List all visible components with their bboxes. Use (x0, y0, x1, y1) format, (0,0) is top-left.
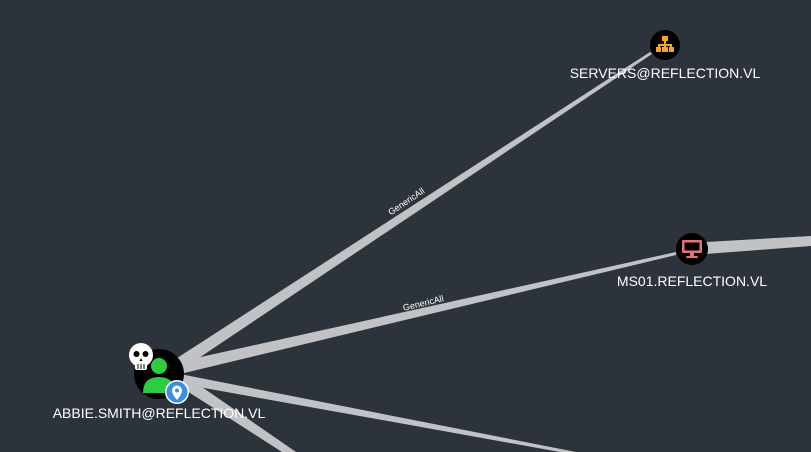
skull-icon (129, 343, 153, 370)
node-ms01-computer[interactable]: MS01.REFLECTION.VL (617, 233, 767, 289)
node-label-ms01: MS01.REFLECTION.VL (617, 273, 767, 289)
monitor-icon (682, 240, 702, 258)
org-chart-icon (656, 36, 674, 52)
node-label-servers: SERVERS@REFLECTION.VL (570, 65, 761, 81)
edge-offscreen-bottom-left[interactable] (176, 376, 296, 452)
edges: GenericAll GenericAll (174, 52, 811, 452)
node-label-abbie-smith: ABBIE.SMITH@REFLECTION.VL (53, 405, 266, 421)
edge-offscreen-right[interactable] (706, 236, 811, 254)
edge-offscreen-bottom-right[interactable] (180, 374, 576, 452)
node-servers-ou[interactable]: SERVERS@REFLECTION.VL (570, 30, 761, 81)
location-pin-icon (165, 380, 189, 404)
edge-user-to-servers[interactable] (174, 52, 652, 368)
node-abbie-smith-user[interactable]: ABBIE.SMITH@REFLECTION.VL (53, 343, 266, 421)
edge-user-to-ms01[interactable] (178, 252, 676, 374)
